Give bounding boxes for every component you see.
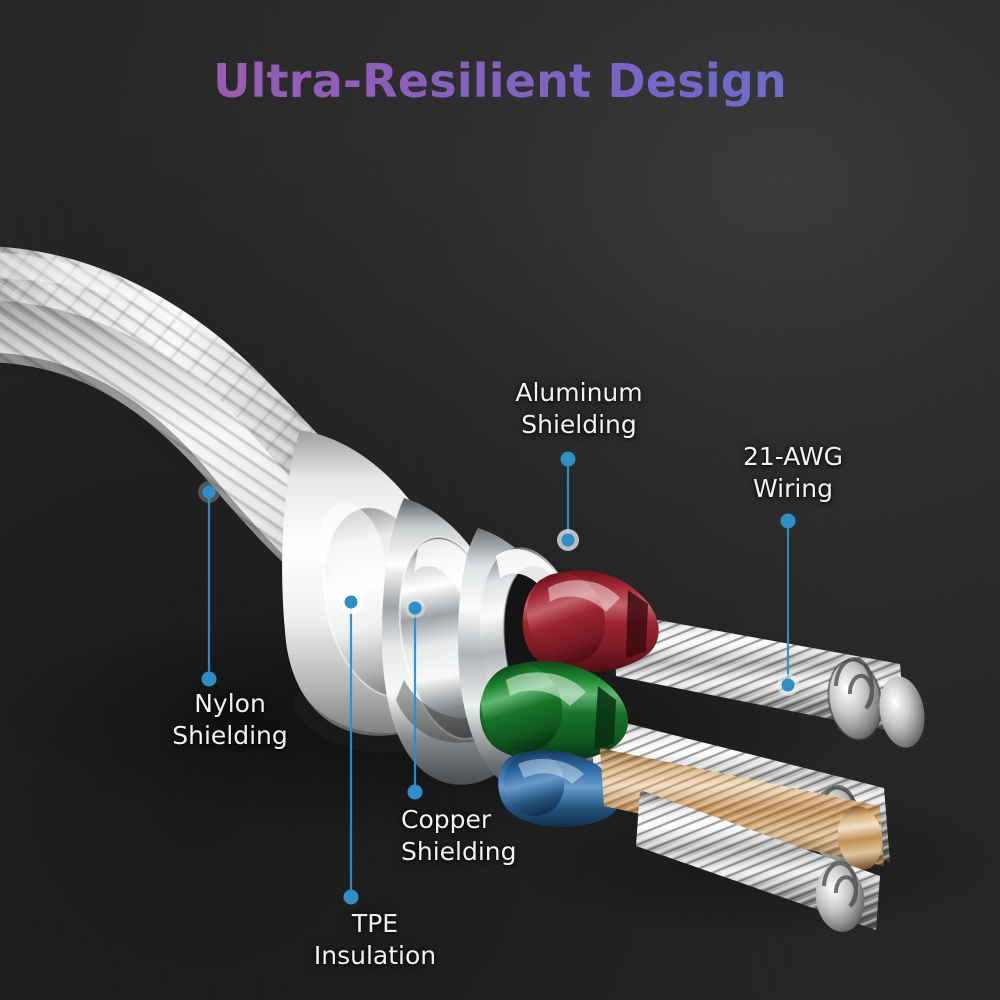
callout-label-nylon: Nylon Shielding [150, 688, 310, 751]
callout-label-aluminum-line2: Shielding [521, 409, 637, 439]
callout-label-tpe-line1: TPE [351, 909, 399, 938]
callout-label-copper-line2: Shielding [401, 836, 517, 866]
callout-label-nylon-line1: Nylon [194, 689, 266, 718]
red-conductor-bundle [614, 612, 925, 748]
copper-strand-bundle [600, 748, 884, 870]
callout-label-aluminum-line1: Aluminum [515, 378, 643, 407]
blue-wire [498, 750, 620, 827]
callout-label-aluminum: Aluminum Shielding [494, 377, 664, 440]
callout-label-awg-line1: 21-AWG [742, 442, 844, 471]
red-wire [522, 570, 925, 748]
callout-label-copper: Copper Shielding [401, 804, 571, 867]
callout-label-tpe-line2: Insulation [313, 940, 437, 970]
callout-label-copper-line1: Copper [401, 805, 492, 834]
page-title: Ultra-Resilient Design [0, 54, 1000, 108]
callout-label-awg: 21-AWG Wiring [718, 441, 868, 504]
callout-label-awg-line2: Wiring [752, 473, 834, 503]
callout-label-nylon-line2: Shielding [172, 720, 288, 750]
callout-label-tpe: TPE Insulation [285, 908, 465, 971]
lower-conductor-bundle [636, 790, 880, 932]
